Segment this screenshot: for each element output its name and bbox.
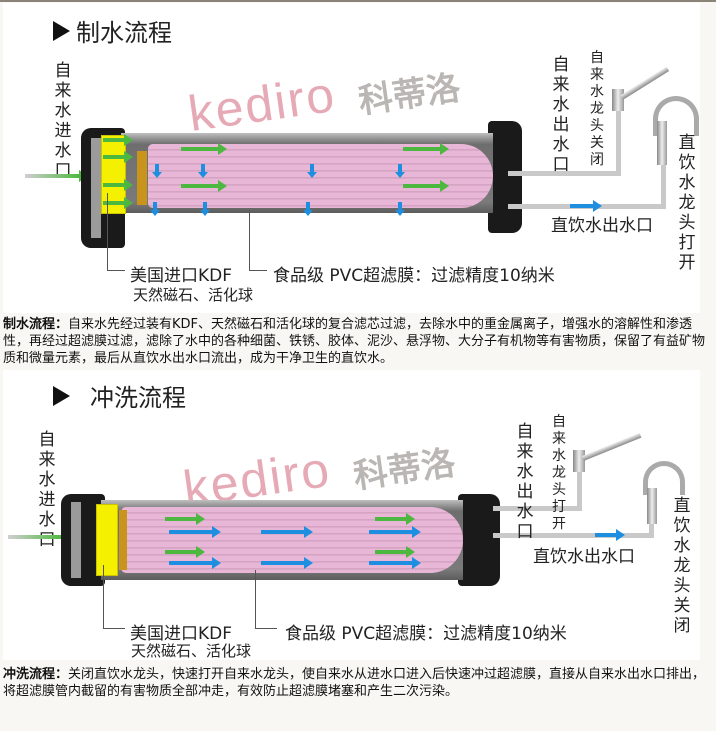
- tap-outlet-label: 自来水出水口: [552, 55, 570, 175]
- composite-media: [119, 510, 127, 570]
- tap-faucet-label: 自来水龙头打开: [552, 414, 566, 532]
- drinking-outlet-label: 直饮水出水口: [551, 216, 653, 236]
- flow-arrow: [103, 134, 133, 146]
- kdf-leader-line: [107, 193, 125, 271]
- inlet-flow-arrow: [25, 170, 88, 182]
- flush-flow-arrow: [261, 526, 313, 538]
- drinking-faucet-icon: [653, 96, 699, 136]
- production-section-title: 制水流程: [53, 13, 172, 48]
- production-description-body: 自来水先经过装有KDF、天然磁石和活化球的复合滤芯过滤，去除水中的重金属离子，增…: [3, 317, 706, 366]
- watermark-brand-cn: 科蒂洛: [356, 68, 463, 122]
- tap-faucet-spout: [620, 66, 670, 100]
- watermark-brand-en: kediro: [184, 65, 340, 143]
- flush-flow-arrow: [369, 557, 421, 569]
- down-flow-arrow: [395, 164, 405, 178]
- flow-arrow: [375, 513, 415, 525]
- flow-arrow: [403, 143, 449, 155]
- kdf-label: 美国进口KDF: [130, 266, 233, 286]
- flow-arrow: [375, 546, 415, 558]
- composite-media: [137, 151, 147, 205]
- production-title-text: 制水流程: [76, 19, 172, 47]
- tap-faucet-icon: [612, 89, 624, 111]
- tap-outlet-label: 自来水出水口: [516, 422, 534, 542]
- flow-arrow: [181, 180, 227, 192]
- outlet-flow-arrow: [570, 200, 602, 212]
- play-triangle-icon: [53, 20, 70, 41]
- flow-arrow: [103, 151, 133, 163]
- flushing-title-text: 冲洗流程: [90, 384, 186, 412]
- inlet-label: 自来水进水口: [38, 430, 56, 550]
- flush-flow-arrow: [261, 557, 313, 569]
- down-flow-arrow: [303, 202, 313, 216]
- down-flow-arrow: [152, 164, 162, 178]
- flow-arrow: [103, 197, 133, 209]
- drinking-faucet-label: 直饮水龙头关闭: [673, 496, 691, 636]
- kdf-sub-label: 天然磁石、活化球: [131, 642, 252, 660]
- flush-flow-arrow: [369, 526, 421, 538]
- down-flow-arrow: [307, 164, 317, 178]
- play-triangle-icon: [53, 385, 70, 406]
- production-diagram-panel: 制水流程 自来水进水口 kediro 科蒂洛: [3, 3, 700, 313]
- tap-water-pipe: [508, 171, 620, 176]
- kdf-label: 美国进口KDF: [130, 624, 233, 644]
- flow-arrow: [403, 180, 449, 192]
- down-flow-arrow: [150, 202, 160, 216]
- drinking-water-riser: [661, 128, 666, 209]
- flushing-section-title: 冲洗流程: [53, 378, 186, 413]
- flushing-description-heading: 冲洗流程：: [3, 667, 69, 682]
- drinking-water-pipe: [493, 533, 653, 538]
- inlet-flow-arrow: [8, 531, 71, 543]
- inlet-label: 自来水进水口: [54, 61, 72, 181]
- membrane-leader-line: [255, 570, 277, 629]
- kdf-sub-label: 天然磁石、活化球: [133, 286, 254, 304]
- down-flow-arrow: [198, 164, 208, 178]
- tap-faucet-icon: [573, 450, 585, 472]
- flow-arrow: [103, 179, 133, 191]
- drinking-faucet-body: [657, 121, 667, 165]
- flushing-description: 冲洗流程：关闭直饮水龙头，快速打开自来水龙头，使自来水从进水口进入后快速冲过超滤…: [3, 666, 713, 700]
- down-flow-arrow: [200, 202, 210, 216]
- watermark-brand-cn: 科蒂洛: [351, 443, 458, 497]
- kdf-leader-line: [103, 565, 125, 629]
- tap-faucet-label: 自来水龙头关闭: [590, 50, 604, 168]
- left-cap-inner: [91, 138, 101, 238]
- kdf-layer: [101, 135, 126, 214]
- outlet-flow-arrow: [595, 529, 625, 541]
- flush-flow-arrow: [169, 557, 221, 569]
- flow-arrow: [165, 546, 205, 558]
- tap-water-riser: [577, 458, 582, 511]
- flow-arrow: [165, 513, 205, 525]
- right-end-cap: [488, 121, 522, 233]
- kdf-layer: [96, 504, 118, 576]
- drinking-faucet-body: [647, 488, 657, 524]
- drinking-faucet-icon: [643, 461, 685, 495]
- production-description: 制水流程：自来水先经过装有KDF、天然磁石和活化球的复合滤芯过滤，去除水中的重金…: [3, 316, 713, 367]
- tap-water-riser: [616, 98, 621, 176]
- membrane-leader-line: [249, 210, 267, 271]
- tap-water-pipe: [493, 506, 581, 511]
- drinking-outlet-label: 直饮水出水口: [533, 547, 635, 567]
- membrane-label: 食品级 PVC超滤膜：过滤精度10纳米: [273, 266, 555, 286]
- tap-faucet-spout: [582, 432, 642, 461]
- flushing-description-body: 关闭直饮水龙头，快速打开自来水龙头，使自来水从进水口进入后快速冲过超滤膜，直接从…: [3, 667, 706, 699]
- flush-flow-arrow: [169, 526, 221, 538]
- membrane-label: 食品级 PVC超滤膜：过滤精度10纳米: [285, 624, 567, 644]
- flow-arrow: [181, 143, 227, 155]
- left-cap-inner: [71, 502, 81, 578]
- drinking-faucet-label: 直饮水龙头打开: [678, 133, 696, 273]
- flushing-diagram-panel: 冲洗流程 自来水进水口 kediro 科蒂洛 自来水出水口 自来水龙头打开 直饮…: [3, 370, 700, 660]
- production-description-heading: 制水流程：: [3, 317, 69, 332]
- down-flow-arrow: [395, 202, 405, 216]
